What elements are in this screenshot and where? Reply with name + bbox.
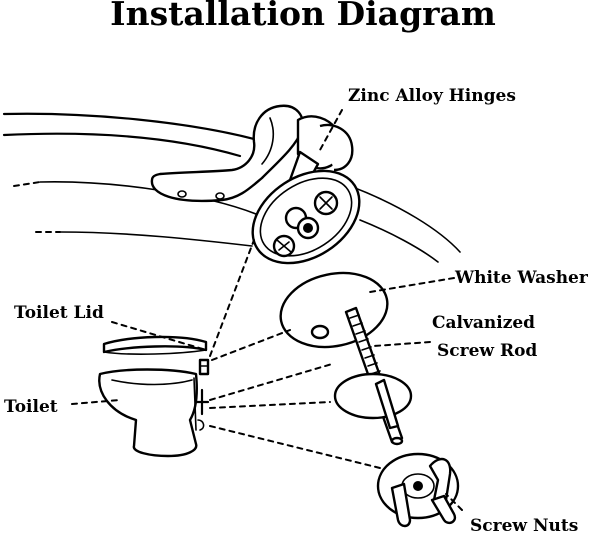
hinge-base-plate	[251, 169, 361, 265]
label-calvanized: Calvanized	[432, 313, 535, 333]
leader-lines	[71, 109, 463, 511]
toilet-drawing	[98, 335, 210, 458]
label-screw-rod: Screw Rod	[437, 341, 537, 361]
label-white-washer: White Washer	[454, 268, 589, 288]
small-washer	[333, 372, 413, 430]
label-toilet: Toilet	[4, 397, 58, 417]
white-washer	[279, 271, 389, 349]
label-screw-nuts: Screw Nuts	[470, 516, 578, 536]
label-toilet-lid: Toilet Lid	[14, 303, 104, 323]
screw-nuts	[376, 452, 460, 528]
label-zinc-alloy-hinges: Zinc Alloy Hinges	[348, 86, 516, 106]
diagram-title: Installation Diagram	[110, 0, 496, 33]
